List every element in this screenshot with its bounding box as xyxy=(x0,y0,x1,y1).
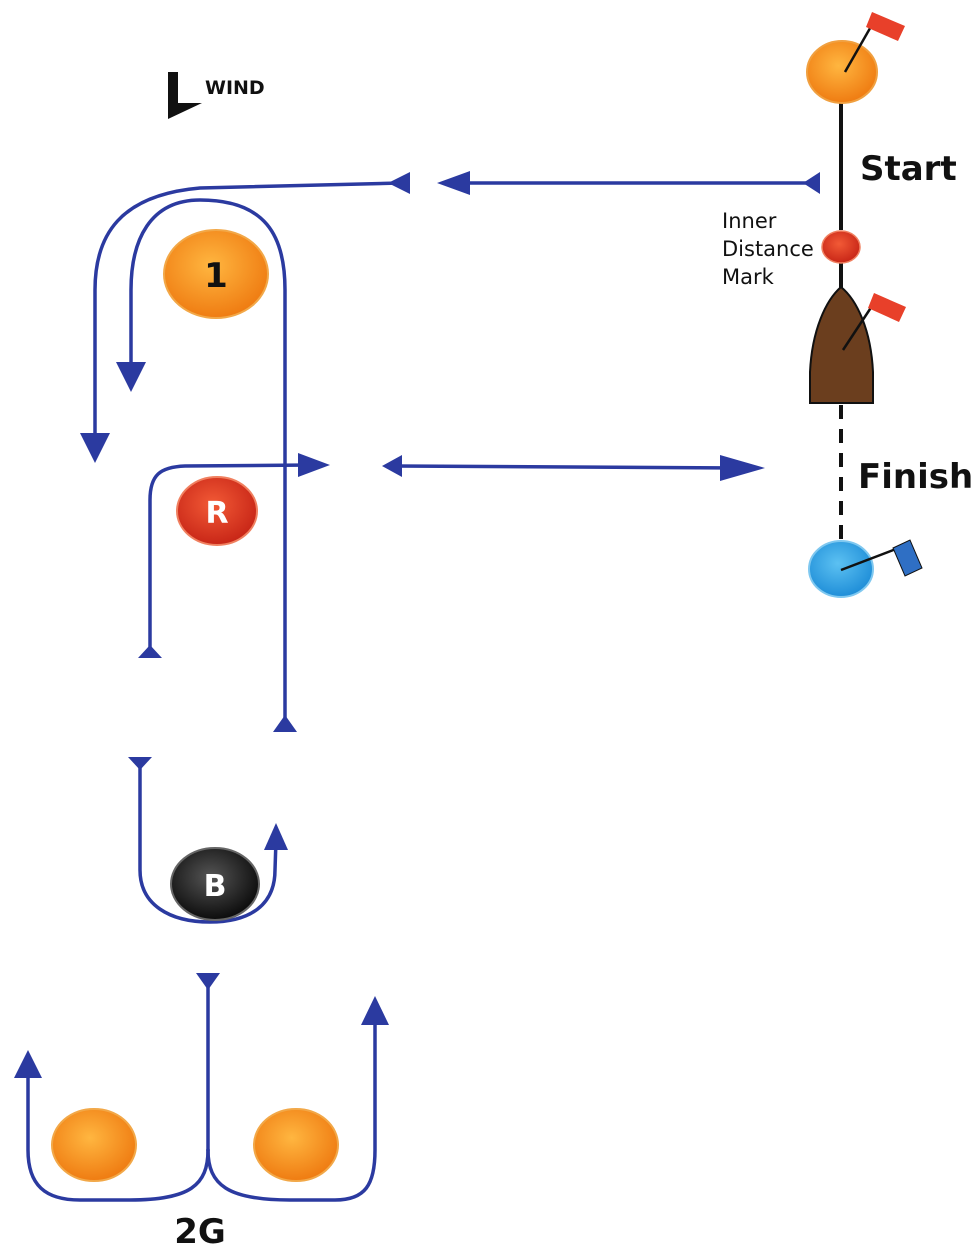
mark-b-label: B xyxy=(204,869,227,904)
loop-mark1-outer-arrowhead xyxy=(80,433,110,463)
svg-text:Distance: Distance xyxy=(722,237,814,261)
wind-label: WIND xyxy=(205,77,265,99)
course-paths xyxy=(14,171,820,1202)
loop-mark1-inner xyxy=(129,198,287,720)
finish-leg xyxy=(393,464,742,470)
gate-right-arrowhead xyxy=(361,996,389,1025)
svg-text:Mark: Mark xyxy=(722,265,775,289)
finish-leg-arrowhead xyxy=(720,455,765,481)
gate-left-arrowhead xyxy=(14,1050,42,1078)
gate-mark-left xyxy=(51,1108,137,1182)
wind-indicator: WIND xyxy=(168,72,265,119)
wind-arrow-icon xyxy=(168,72,202,119)
loop-mark-b-arrowhead xyxy=(264,823,288,850)
gate-approach-tail xyxy=(196,973,220,990)
finish-buoy xyxy=(808,539,923,598)
mark-r-label: R xyxy=(205,496,228,531)
finish-label: Finish xyxy=(858,457,973,497)
mark-1-label: 1 xyxy=(204,256,228,296)
mark-b: B xyxy=(170,847,260,921)
loop-mark-r-tail xyxy=(138,645,162,658)
committee-flag-icon xyxy=(868,293,906,322)
start-leg-arrowhead xyxy=(437,171,470,195)
gate-mark-right xyxy=(253,1108,339,1182)
mark-1: 1 xyxy=(163,229,269,319)
gate-2g: 2G xyxy=(51,1108,339,1251)
svg-text:Inner: Inner xyxy=(722,209,777,233)
inner-distance-mark-label: Inner Distance Mark xyxy=(722,209,814,289)
loop-mark1-outer xyxy=(93,181,402,447)
start-leg-tail xyxy=(803,172,820,194)
loop-mark1-inner-tail xyxy=(273,715,297,732)
loop-mark-b-tail xyxy=(128,757,152,770)
committee-boat xyxy=(809,285,906,404)
finish-flag-icon xyxy=(892,539,923,577)
loop-mark1-inner-arrowhead xyxy=(116,362,146,392)
start-flag-icon xyxy=(866,12,905,41)
start-label: Start xyxy=(860,149,957,189)
loop-mark-r xyxy=(148,463,314,650)
gate-right-rounding xyxy=(206,1013,377,1202)
loop-mark-b xyxy=(138,760,278,924)
gate-label: 2G xyxy=(174,1212,226,1251)
finish-leg-tail xyxy=(382,455,402,477)
loop-mark-r-arrowhead xyxy=(298,453,330,477)
inner-distance-mark xyxy=(821,230,861,264)
mark-r: R xyxy=(176,476,258,546)
start-pin-buoy xyxy=(806,12,905,104)
gate-left-rounding xyxy=(26,1068,210,1202)
